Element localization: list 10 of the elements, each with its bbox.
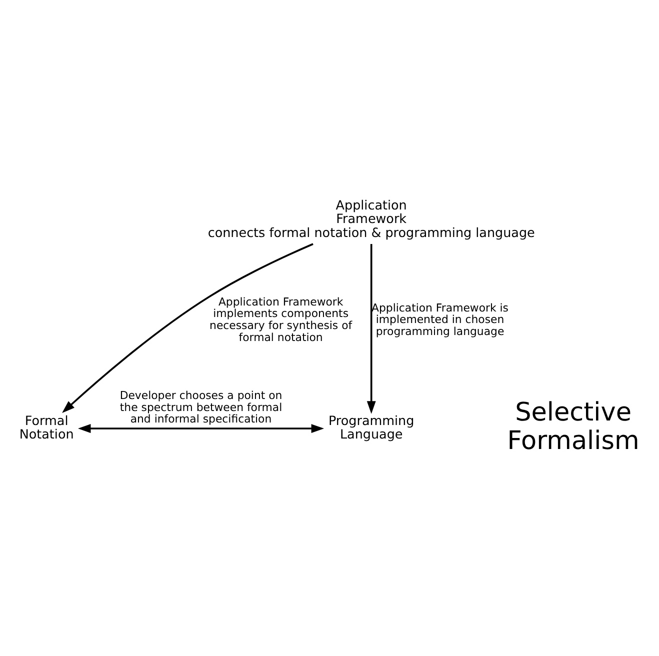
node-text: Programming Language: [328, 414, 414, 443]
label: Selective Formalism: [507, 398, 640, 456]
node-text: Formal Notation: [19, 414, 74, 443]
node-text: Application Framework connects formal notation & programming language: [208, 198, 535, 241]
arrow: [78, 424, 324, 433]
arrow: [62, 243, 314, 414]
edge-label: Application Framework is implemented in chosen programming language: [372, 301, 509, 338]
edge-label: Developer chooses a point on the spectrum between formal and informal specification: [120, 389, 282, 426]
edge-label: Application Framework implements components necessary for synthesis of formal notation: [210, 295, 352, 344]
arrow: [366, 244, 376, 414]
